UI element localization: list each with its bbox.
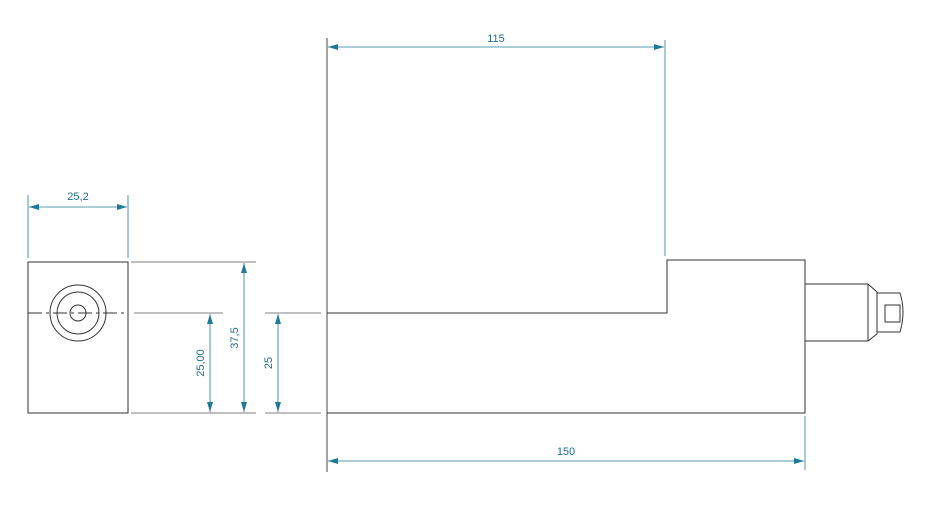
dim-top-length: 115 (487, 33, 505, 45)
outer-circle (49, 284, 107, 342)
shaft-tip (877, 292, 904, 333)
middle-circle (56, 291, 100, 335)
side-view (27, 261, 129, 414)
side-view-outline (27, 261, 129, 414)
front-view (326, 38, 904, 472)
dim-side-total-height: 37,5 (229, 327, 241, 348)
bore-circle (69, 304, 87, 322)
dim-side-width: 25,2 (67, 191, 88, 203)
body-outline (327, 259, 806, 414)
dim-front-center-height: 25 (263, 357, 275, 369)
front-view-dimensions (328, 40, 806, 470)
dim-side-center-height: 25,00 (195, 349, 207, 377)
dim-total-length: 150 (557, 446, 575, 458)
shaft-outline (805, 283, 878, 342)
hex-socket (884, 304, 901, 323)
side-view-dimensions (27, 195, 321, 414)
